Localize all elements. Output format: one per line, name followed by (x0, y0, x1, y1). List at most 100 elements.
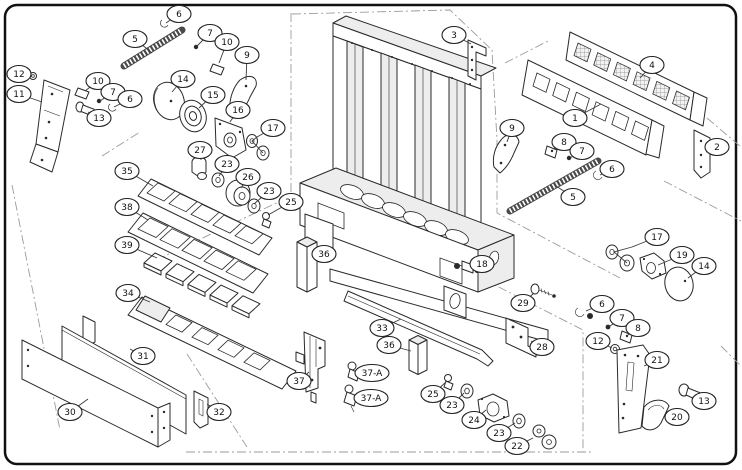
grid-stack (127, 178, 297, 390)
callout-bubble (369, 318, 395, 338)
callout-25: 25 (278, 192, 304, 212)
callout-bubble (256, 181, 282, 201)
callout-bubble (644, 350, 670, 370)
callout-balloons: 6571091211107613141516172723262325353839… (6, 4, 730, 456)
callout-14: 14 (170, 69, 196, 89)
callout-number: 12 (13, 70, 24, 80)
callout-23: 23 (214, 154, 240, 174)
callout-number: 1 (572, 114, 578, 124)
callout-number: 37-A (362, 369, 384, 379)
callout-31: 31 (130, 346, 156, 366)
callout-number: 11 (13, 90, 24, 100)
callout-35: 35 (114, 161, 140, 181)
callout-6: 6 (166, 4, 192, 24)
callout-9: 9 (234, 45, 260, 65)
callout-39: 39 (114, 235, 140, 255)
tension-spring-left (120, 26, 186, 70)
roller-26 (225, 179, 251, 207)
front-bezel-openings (532, 72, 649, 141)
callout-11: 11 (6, 84, 32, 104)
bracket-16 (214, 117, 247, 159)
callout-bubble (57, 402, 83, 422)
callout-number: 23 (221, 160, 232, 170)
pin-7-left (96, 98, 102, 104)
callout-14: 14 (691, 256, 717, 276)
callout-bubble (376, 335, 402, 355)
bracket-11 (29, 79, 71, 173)
callout-bubble (85, 71, 111, 91)
callout-number: 24 (468, 416, 480, 426)
callout-number: 7 (207, 29, 213, 39)
callout-8: 8 (551, 132, 577, 152)
callout-bubble (170, 69, 196, 89)
callout-number: 16 (232, 106, 244, 116)
callout-number: 7 (110, 88, 116, 98)
callout-18: 18 (469, 254, 495, 274)
bolt-29 (530, 283, 540, 295)
callout-number: 35 (121, 167, 132, 177)
bottom-left-group (21, 315, 209, 448)
hook-6-right (593, 170, 603, 180)
callout-bubble (469, 254, 495, 274)
callout-number: 39 (121, 241, 133, 251)
block-36-right (408, 335, 428, 375)
disc-14-left (153, 81, 185, 121)
callout-bubble (130, 346, 156, 366)
callout-23: 23 (439, 395, 465, 415)
callout-13: 13 (86, 108, 112, 128)
callout-bubble (486, 423, 512, 443)
panel-30-end (157, 402, 171, 448)
callout-37-A: 37-A (353, 388, 389, 408)
matrix-board-cells (573, 42, 690, 111)
callout-6: 6 (599, 159, 625, 179)
callout-number: 2 (714, 143, 720, 153)
callout-10: 10 (85, 71, 111, 91)
callout-12: 12 (6, 64, 32, 84)
callout-33: 33 (369, 318, 395, 338)
callout-20: 20 (664, 407, 690, 427)
callout-bubble (115, 283, 141, 303)
callout-bubble (625, 318, 651, 338)
part-25-lower (444, 374, 452, 382)
callout-12: 12 (585, 331, 611, 351)
callout-bubble (639, 55, 665, 75)
callout-number: 21 (651, 356, 662, 366)
bracket-32 (193, 390, 209, 429)
hook-6-lower (575, 307, 585, 317)
callout-bubble (589, 294, 615, 314)
callout-8: 8 (625, 318, 651, 338)
callout-number: 23 (446, 401, 457, 411)
callout-number: 17 (267, 124, 278, 134)
bottom-fastener-chain (443, 374, 557, 450)
callout-bubble (166, 4, 192, 24)
callout-32: 32 (206, 402, 232, 422)
callout-24: 24 (461, 410, 487, 430)
callout-10: 10 (214, 32, 240, 52)
callout-number: 29 (517, 299, 529, 309)
callout-bubble (609, 308, 635, 328)
callout-number: 15 (207, 91, 218, 101)
pulley-15 (179, 99, 207, 133)
callout-number: 31 (137, 352, 148, 362)
callout-bubble (420, 384, 446, 404)
callout-number: 37-A (361, 394, 383, 404)
callout-19: 19 (669, 245, 695, 265)
angle-bar-33 (343, 290, 494, 367)
callout-7: 7 (609, 308, 635, 328)
callout-23: 23 (256, 181, 282, 201)
callout-bubble (278, 192, 304, 212)
callout-number: 38 (121, 203, 133, 213)
cone-10-top (209, 63, 225, 76)
callout-5: 5 (560, 187, 586, 207)
right-disc-chain (454, 244, 694, 302)
callout-bubble (569, 141, 595, 161)
callout-bubble (585, 331, 611, 351)
callout-bubble (286, 371, 312, 391)
callout-number: 27 (194, 146, 205, 156)
callout-bubble (691, 391, 717, 411)
callout-23: 23 (486, 423, 512, 443)
callout-bubble (664, 407, 690, 427)
lower-right-group (505, 307, 703, 434)
